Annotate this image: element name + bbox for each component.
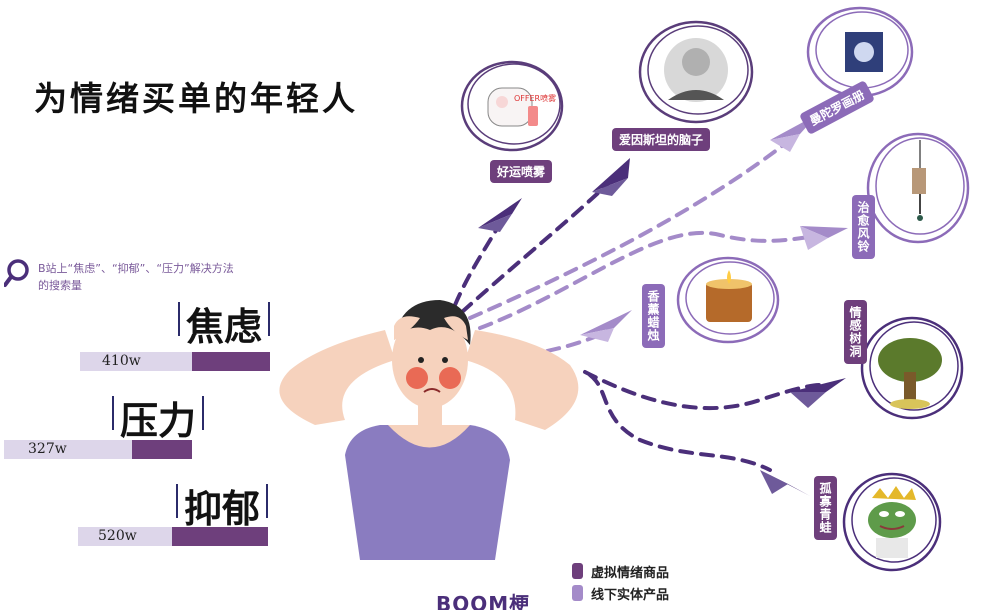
tag-treehole: 情感树洞 <box>844 300 867 364</box>
tag-frog: 孤寡青蛙 <box>814 476 837 540</box>
stressed-person-illustration <box>279 300 579 560</box>
bar-pressure: 327w <box>4 440 192 459</box>
search-caption-line2: 的搜索量 <box>38 279 82 292</box>
paper-plane-icon <box>760 470 810 496</box>
tag-windchime: 治愈风铃 <box>852 195 875 259</box>
arrow-to-frog <box>588 373 772 472</box>
search-icon <box>4 259 29 287</box>
paper-plane-icon <box>800 226 848 250</box>
legend-label: 虚拟情绪商品 <box>591 565 670 581</box>
tag-einstein: 爱因斯坦的脑子 <box>612 128 711 151</box>
term-label: 焦虑 <box>186 304 263 349</box>
arrow-to-einstein <box>460 178 614 314</box>
arrow-to-windchime <box>478 231 817 330</box>
paper-plane-icon <box>478 198 522 232</box>
legend-label: 线下实体产品 <box>591 587 670 603</box>
tag-candle: 香薰蜡烛 <box>642 284 665 348</box>
term-label: 压力 <box>120 398 197 443</box>
page-title: 为情绪买单的年轻人 <box>34 79 358 118</box>
bar-value: 410w <box>102 353 141 369</box>
search-caption-line1: B站上“焦虑”、“抑郁”、“压力”解决方法 <box>38 262 234 275</box>
paper-plane-icon <box>580 310 632 342</box>
bar-value: 327w <box>28 441 67 457</box>
legend-swatch-physical <box>572 585 583 601</box>
tag-lucky-spray: 好运喷雾 <box>490 160 553 183</box>
legend-item-physical: 线下实体产品 <box>572 582 669 604</box>
frog-circle <box>842 472 942 572</box>
arrow-to-mandala <box>468 138 792 320</box>
candle-circle <box>676 256 780 344</box>
paper-plane-icon <box>790 378 846 408</box>
spray-label-text: OFFER喷雾 <box>514 94 557 103</box>
legend: 虚拟情绪商品 线下实体产品 <box>572 560 669 604</box>
brand-logo: BOOM梗 <box>436 592 531 610</box>
legend-swatch-virtual <box>572 563 583 579</box>
term-label: 抑郁 <box>184 486 261 531</box>
lucky-spray-circle <box>460 60 564 152</box>
treehole-circle <box>860 316 964 420</box>
einstein-circle <box>638 20 754 124</box>
bar-value: 520w <box>98 528 137 544</box>
term-pressure: 压力 <box>112 390 205 445</box>
bar-depression: 520w <box>78 527 268 546</box>
paper-plane-icon <box>592 158 630 196</box>
term-anxiety: 焦虑 <box>178 296 271 351</box>
legend-item-virtual: 虚拟情绪商品 <box>572 560 669 582</box>
bar-anxiety: 410w <box>80 352 270 371</box>
windchime-circle <box>866 132 970 244</box>
arrow-to-treehole <box>583 370 822 411</box>
